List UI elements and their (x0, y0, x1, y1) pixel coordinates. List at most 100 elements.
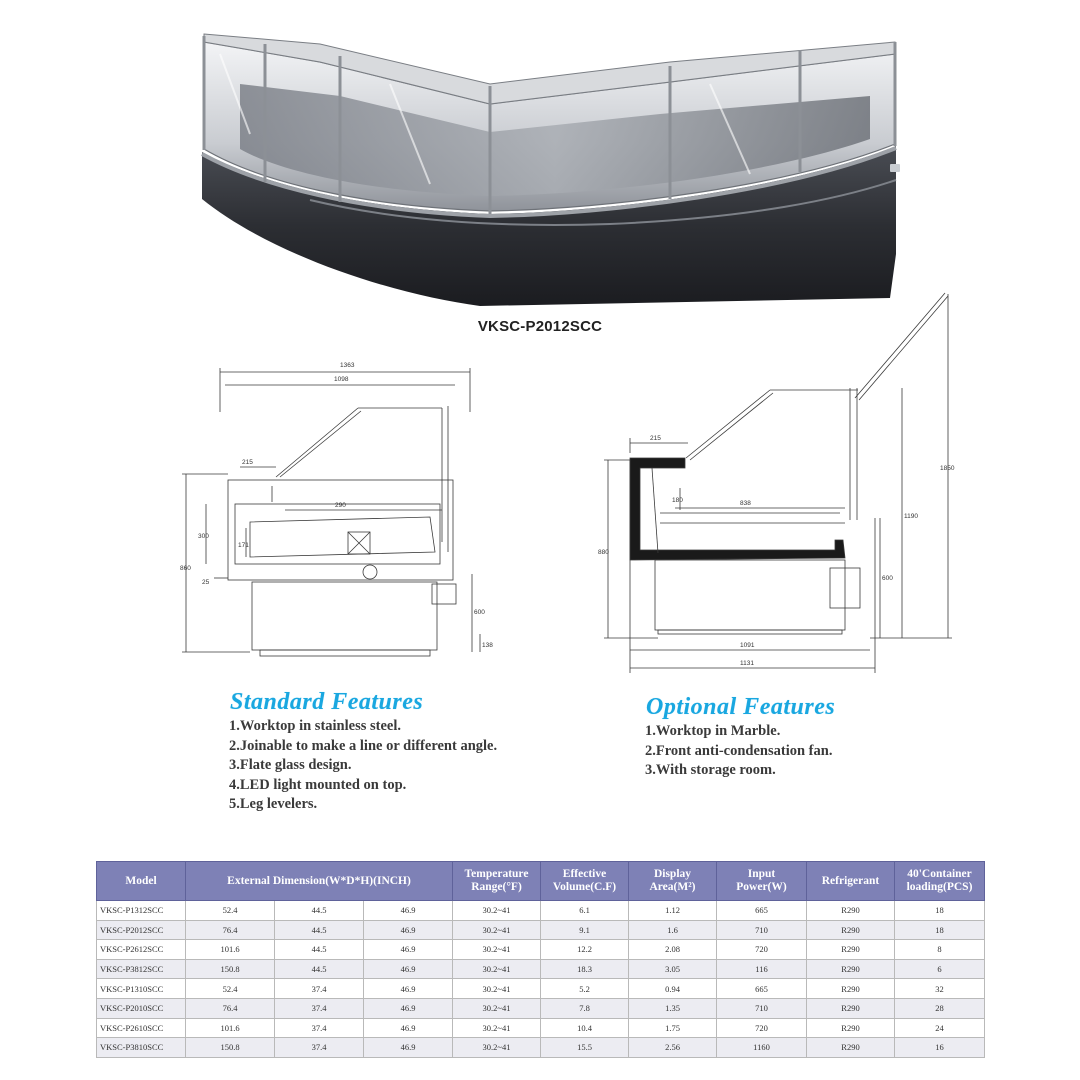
table-cell-loading: 18 (894, 900, 985, 921)
dim-worktop: 215 (650, 435, 661, 442)
table-cell-h: 46.9 (363, 939, 453, 960)
table-cell-d: 44.5 (274, 939, 364, 960)
table-cell-loading: 8 (894, 939, 985, 960)
dim-base-height: 600 (882, 575, 893, 582)
standard-features-list: 1.Worktop in stainless steel. 2.Joinable… (229, 717, 497, 815)
table-cell-volume: 18.3 (540, 958, 629, 980)
table-cell-d: 37.4 (274, 1017, 364, 1039)
dim-open-height: 1850 (940, 465, 955, 472)
dim-worktop: 215 (242, 459, 253, 466)
table-cell-temp: 30.2~41 (452, 900, 541, 921)
table-cell-power: 720 (716, 1017, 807, 1039)
table-cell-volume: 12.2 (540, 939, 629, 960)
table-cell-volume: 10.4 (540, 1017, 629, 1039)
table-cell-h: 46.9 (363, 1037, 453, 1058)
table-cell-loading: 32 (894, 978, 985, 999)
table-cell-power: 116 (716, 958, 807, 980)
table-cell-refrigerant: R290 (806, 978, 895, 999)
table-cell-h: 46.9 (363, 919, 453, 941)
model-caption: VKSC-P2012SCC (477, 318, 603, 335)
standard-feature-item: 2.Joinable to make a line or different a… (229, 737, 498, 754)
table-cell-w: 101.6 (185, 1017, 275, 1039)
table-cell-temp: 30.2~41 (452, 919, 541, 941)
table-cell-model: VKSC-P1310SCC (96, 978, 186, 999)
table-cell-loading: 16 (894, 1037, 985, 1058)
table-cell-h: 46.9 (363, 1017, 453, 1039)
header-model: Model (96, 861, 186, 901)
optional-feature-item: 3.With storage room. (645, 762, 776, 779)
dim-depth-inner: 1091 (740, 642, 755, 649)
table-cell-power: 710 (716, 919, 807, 941)
dim-total-height: 860 (180, 565, 191, 572)
table-cell-volume: 15.5 (540, 1037, 629, 1058)
table-cell-loading: 6 (894, 958, 985, 980)
table-cell-area: 2.08 (628, 939, 717, 960)
dim-side-height: 300 (198, 533, 209, 540)
standard-feature-item: 4.LED light mounted on top. (229, 776, 407, 793)
table-cell-model: VKSC-P2010SCC (96, 997, 186, 1019)
spec-table: Model External Dimension(W*D*H)(INCH) Te… (96, 861, 985, 1058)
table-cell-temp: 30.2~41 (452, 958, 541, 980)
table-cell-h: 46.9 (363, 900, 453, 921)
table-cell-power: 665 (716, 900, 807, 921)
table-cell-refrigerant: R290 (806, 1037, 895, 1058)
table-cell-area: 1.35 (628, 997, 717, 1019)
optional-features-title: Optional Features (646, 694, 836, 720)
dim-counter-height: 880 (598, 549, 609, 556)
table-cell-power: 710 (716, 997, 807, 1019)
dim-inner-width: 1098 (334, 376, 349, 383)
dim-glass-height: 1190 (904, 513, 918, 520)
standard-features-title: Standard Features (230, 689, 424, 715)
table-cell-model: VKSC-P3812SCC (96, 958, 186, 980)
table-header-row: Model External Dimension(W*D*H)(INCH) Te… (96, 861, 985, 901)
table-cell-area: 1.75 (628, 1017, 717, 1039)
table-cell-refrigerant: R290 (806, 958, 895, 980)
table-cell-h: 46.9 (363, 997, 453, 1019)
table-cell-d: 37.4 (274, 978, 364, 999)
dim-pan-depth: 171 (238, 542, 249, 549)
table-cell-volume: 7.8 (540, 997, 629, 1019)
table-cell-w: 150.8 (185, 958, 275, 980)
table-cell-refrigerant: R290 (806, 939, 895, 960)
dim-pan-length: 838 (740, 500, 751, 507)
standard-feature-item: 1.Worktop in stainless steel. (229, 718, 401, 734)
table-cell-h: 46.9 (363, 978, 453, 999)
table-cell-d: 44.5 (274, 919, 364, 941)
dim-base-height: 600 (474, 609, 485, 616)
table-cell-model: VKSC-P2612SCC (96, 939, 186, 960)
table-cell-area: 1.12 (628, 900, 717, 921)
table-cell-temp: 30.2~41 (452, 978, 541, 999)
table-cell-area: 3.05 (628, 958, 717, 980)
header-refrigerant: Refrigerant (806, 861, 895, 901)
table-cell-model: VKSC-P1312SCC (96, 900, 186, 921)
dim-pan-length: 290 (335, 502, 346, 509)
optional-feature-item: 1.Worktop in Marble. (645, 723, 781, 739)
dim-leg-height: 138 (482, 642, 493, 649)
optional-feature-item: 2.Front anti-condensation fan. (645, 742, 833, 759)
table-cell-refrigerant: R290 (806, 1017, 895, 1039)
table-cell-w: 101.6 (185, 939, 275, 960)
table-cell-power: 1160 (716, 1037, 807, 1058)
dim-overall-width: 1363 (340, 362, 355, 369)
table-cell-loading: 18 (894, 919, 985, 941)
table-cell-volume: 5.2 (540, 978, 629, 999)
table-cell-d: 44.5 (274, 958, 364, 980)
table-cell-temp: 30.2~41 (452, 1017, 541, 1039)
header-dimension: External Dimension(W*D*H)(INCH) (185, 861, 453, 901)
table-cell-volume: 9.1 (540, 919, 629, 941)
table-cell-area: 2.56 (628, 1037, 717, 1058)
table-cell-temp: 30.2~41 (452, 1037, 541, 1058)
table-cell-model: VKSC-P3810SCC (96, 1037, 186, 1058)
table-cell-d: 37.4 (274, 997, 364, 1019)
table-cell-loading: 28 (894, 997, 985, 1019)
standard-feature-item: 5.Leg levelers. (229, 796, 318, 813)
table-cell-power: 665 (716, 978, 807, 999)
